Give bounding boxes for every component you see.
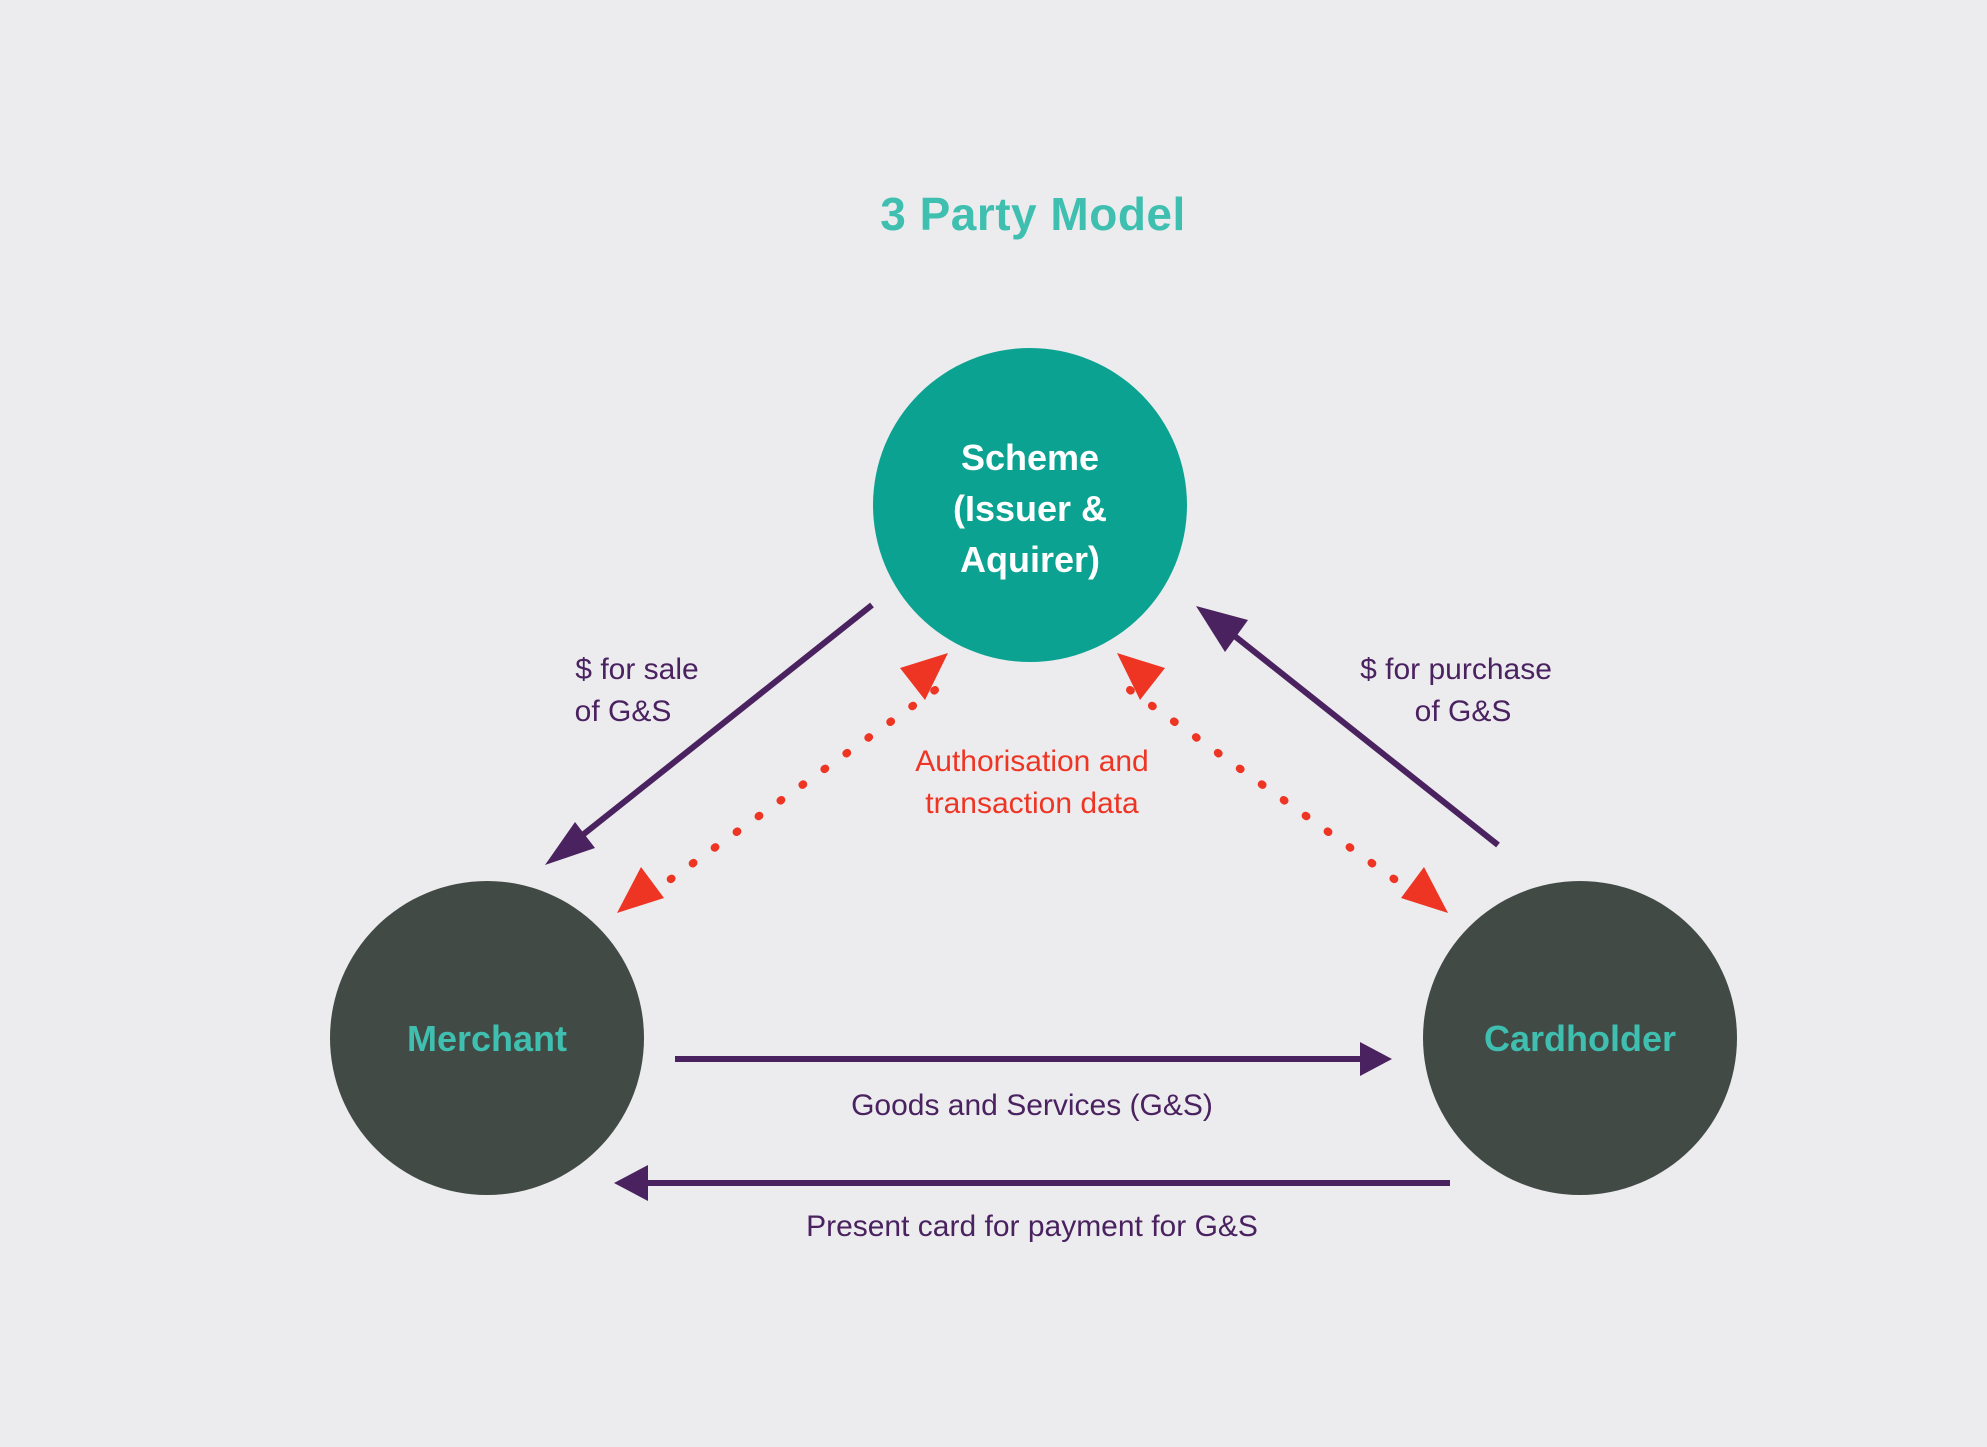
money-for-purchase-label-line-2: of G&S: [1415, 695, 1512, 728]
edge-label-goods-and-services: Goods and Services (G&S): [851, 1089, 1213, 1122]
money-for-purchase-line: [1220, 623, 1500, 848]
authorisation-right-dotted-line: [1126, 686, 1419, 898]
money-for-sale-label-line-1: $ for sale: [575, 653, 698, 686]
money-for-purchase-arrowhead-icon: [1196, 606, 1248, 652]
authorisation-label-line-1: Authorisation and: [915, 745, 1149, 778]
node-cardholder[interactable]: Cardholder: [1423, 881, 1737, 1195]
edge-label-authorisation-data: Authorisation and transaction data: [915, 745, 1149, 820]
edge-goods-and-services: [675, 1042, 1392, 1076]
edge-present-card: [614, 1165, 1450, 1201]
present-card-label: Present card for payment for G&S: [806, 1210, 1258, 1243]
merchant-circle[interactable]: [330, 881, 644, 1195]
goods-and-services-arrowhead-icon: [1360, 1042, 1392, 1076]
authorisation-left-arrowhead-merchant-icon: [617, 867, 664, 913]
authorisation-left-arrowhead-scheme-icon: [900, 653, 948, 700]
scheme-label-line-3: Aquirer): [960, 539, 1100, 580]
authorisation-label-line-2: transaction data: [925, 787, 1139, 820]
node-scheme[interactable]: Scheme (Issuer & Aquirer): [873, 348, 1187, 662]
money-for-purchase-label-line-1: $ for purchase: [1360, 653, 1552, 686]
cardholder-label: Cardholder: [1484, 1018, 1676, 1059]
authorisation-right-arrowhead-scheme-icon: [1117, 653, 1165, 700]
node-merchant[interactable]: Merchant: [330, 881, 644, 1195]
authorisation-left-dotted-line: [646, 686, 939, 898]
edge-label-money-for-sale: $ for sale of G&S: [575, 653, 699, 728]
edge-authorisation-right: [1117, 653, 1448, 913]
money-for-sale-line: [568, 602, 874, 848]
edge-authorisation-left: [617, 653, 948, 913]
present-card-arrowhead-icon: [614, 1165, 648, 1201]
goods-and-services-label: Goods and Services (G&S): [851, 1089, 1213, 1122]
money-for-sale-arrowhead-icon: [545, 822, 595, 865]
page-title: 3 Party Model: [880, 188, 1186, 240]
edge-label-money-for-purchase: $ for purchase of G&S: [1360, 653, 1552, 728]
cardholder-circle[interactable]: [1423, 881, 1737, 1195]
money-for-sale-label-line-2: of G&S: [575, 695, 672, 728]
edge-money-for-purchase: [1196, 606, 1500, 848]
scheme-label-line-1: Scheme: [961, 437, 1099, 478]
scheme-circle[interactable]: [873, 348, 1187, 662]
edge-label-present-card: Present card for payment for G&S: [806, 1210, 1258, 1243]
edge-money-for-sale: [545, 602, 874, 865]
authorisation-right-arrowhead-cardholder-icon: [1401, 867, 1448, 913]
merchant-label: Merchant: [407, 1018, 567, 1059]
scheme-label-line-2: (Issuer &: [953, 488, 1107, 529]
